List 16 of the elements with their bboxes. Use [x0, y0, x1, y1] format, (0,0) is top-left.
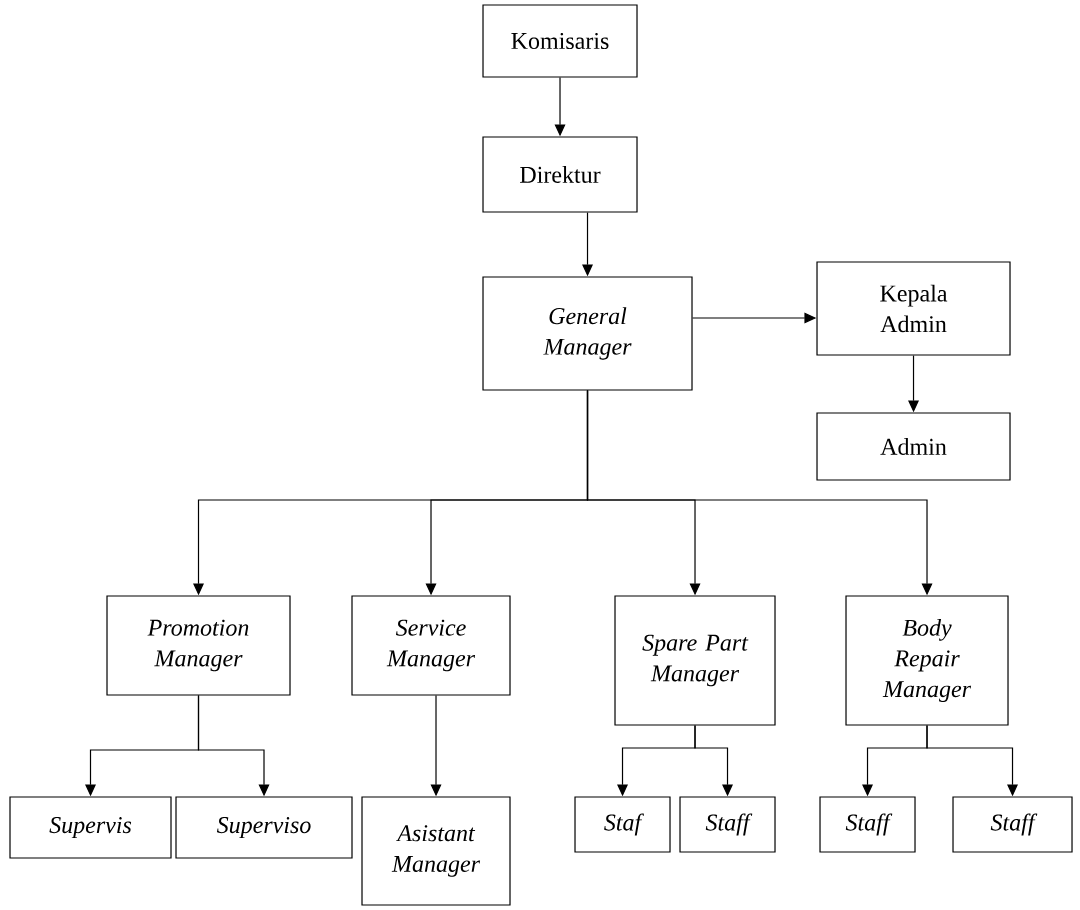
org-box: Admin: [816, 412, 1011, 481]
org-box: General Manager: [482, 276, 693, 391]
org-box: Staff: [952, 796, 1073, 853]
org-box: Service Manager: [351, 595, 511, 696]
org-box: Kepala Admin: [816, 261, 1011, 356]
org-box: Komisaris: [482, 4, 638, 78]
org-box: Body Repair Manager: [845, 595, 1009, 726]
org-box: Staff: [679, 796, 776, 853]
org-box: Supervis: [9, 796, 172, 859]
org-box: Spare Part Manager: [614, 595, 776, 726]
org-box: Superviso: [175, 796, 353, 859]
org-box: Staf: [574, 796, 671, 853]
org-box: Staff: [819, 796, 916, 853]
org-box: Asistant Manager: [361, 796, 511, 906]
org-box: Promotion Manager: [106, 595, 291, 696]
org-box: Direktur: [482, 136, 638, 213]
